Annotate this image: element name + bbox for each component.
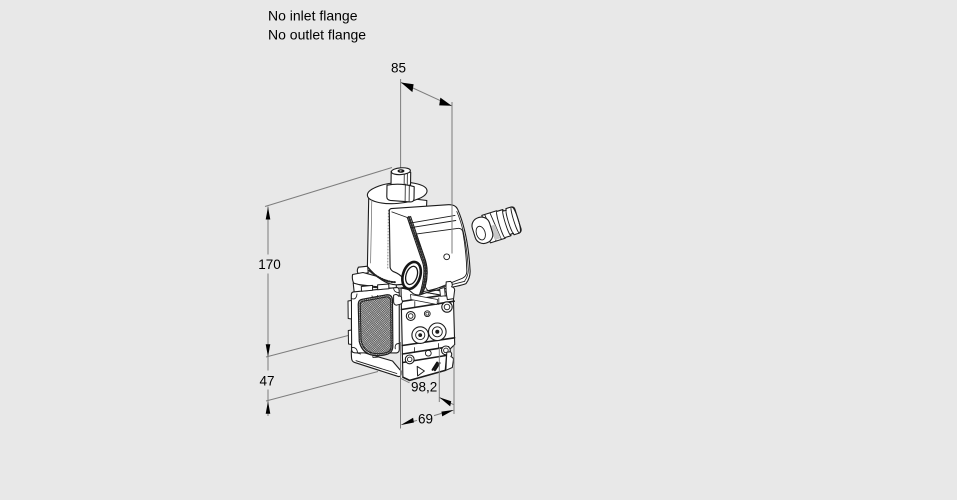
svg-text:85: 85 [391, 60, 406, 75]
svg-text:69: 69 [418, 411, 433, 426]
svg-text:47: 47 [259, 374, 274, 389]
svg-text:170: 170 [258, 257, 281, 272]
svg-text:No outlet flange: No outlet flange [268, 27, 366, 43]
svg-text:98,2: 98,2 [411, 380, 437, 395]
svg-text:No inlet flange: No inlet flange [268, 8, 358, 24]
